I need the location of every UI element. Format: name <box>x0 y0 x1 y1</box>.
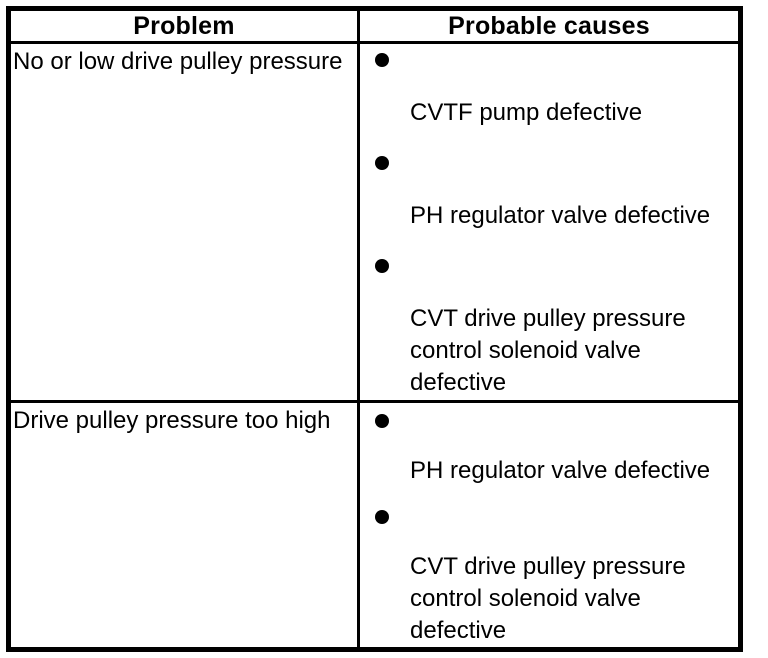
column-header-problem-label: Problem <box>133 11 235 40</box>
cause-text: CVT drive pulley pressure control soleno… <box>410 553 686 644</box>
problem-text: No or low drive pulley pressure <box>13 48 343 75</box>
problem-text: Drive pulley pressure too high <box>13 407 331 434</box>
cause-text: PH regulator valve defective <box>410 457 711 484</box>
table-row-2-causes-cell: PH regulator valve defective CVT drive p… <box>360 403 738 647</box>
table-row-1-causes-cell: CVTF pump defective PH regulator valve d… <box>360 44 738 400</box>
cause-text: PH regulator valve defective <box>410 202 711 229</box>
column-header-problem: Problem <box>11 11 357 41</box>
bullet-icon <box>375 414 389 428</box>
table-row-2-problem-cell: Drive pulley pressure too high <box>11 403 357 647</box>
bullet-icon <box>375 510 389 524</box>
bullet-row <box>375 44 736 76</box>
bullet-row <box>375 501 736 533</box>
cause-text: CVTF pump defective <box>410 99 643 126</box>
bullet-row <box>375 250 736 282</box>
bullet-row <box>375 405 736 437</box>
bullet-icon <box>375 259 389 273</box>
column-header-probable-causes: Probable causes <box>360 11 738 41</box>
column-header-probable-causes-label: Probable causes <box>448 11 650 40</box>
bullet-icon <box>375 156 389 170</box>
bullet-row <box>375 147 736 179</box>
troubleshooting-table: Problem Probable causes No or low drive … <box>6 6 743 652</box>
cause-text: CVT drive pulley pressure control soleno… <box>410 305 686 396</box>
bullet-icon <box>375 53 389 67</box>
table-row-1-problem-cell: No or low drive pulley pressure <box>11 44 357 400</box>
